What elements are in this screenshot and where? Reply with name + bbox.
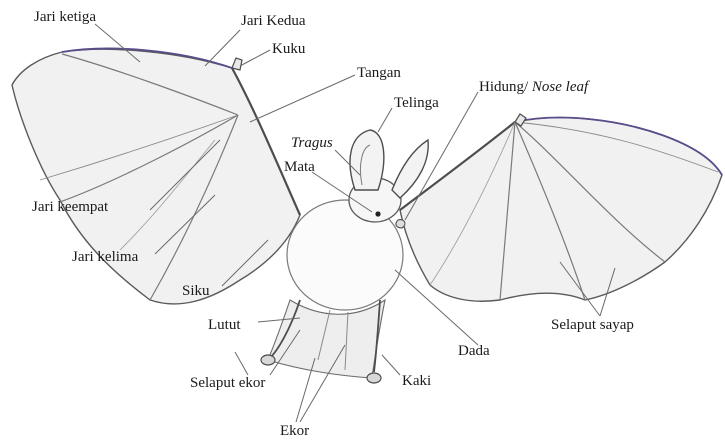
- label-dada: Dada: [458, 344, 490, 359]
- label-ekor: Ekor: [280, 424, 309, 439]
- label-selaput-ekor: Selaput ekor: [190, 376, 265, 391]
- label-hidung: Hidung/ Nose leaf: [479, 80, 588, 95]
- label-tragus: Tragus: [291, 136, 333, 151]
- label-jari-keempat: Jari keempat: [32, 200, 108, 215]
- label-kaki: Kaki: [402, 374, 431, 389]
- label-selaput-sayap: Selaput sayap: [551, 318, 634, 333]
- left-ear: [350, 130, 384, 190]
- label-tangan: Tangan: [357, 66, 401, 81]
- left-wing-membrane: [12, 49, 300, 304]
- label-jari-kelima: Jari kelima: [72, 250, 138, 265]
- label-lutut: Lutut: [208, 318, 241, 333]
- left-foot: [261, 355, 275, 365]
- label-nose-leaf: Nose leaf: [532, 79, 588, 95]
- label-siku: Siku: [182, 284, 210, 299]
- bat-eye: [375, 211, 380, 216]
- right-wing-membrane: [400, 118, 722, 302]
- label-jari-kedua: Jari Kedua: [241, 14, 306, 29]
- thumb-claw: [232, 58, 242, 70]
- label-mata: Mata: [284, 160, 315, 175]
- label-hidung-text: Hidung/: [479, 79, 532, 95]
- label-telinga: Telinga: [394, 96, 439, 111]
- right-foot: [367, 373, 381, 383]
- label-jari-ketiga: Jari ketiga: [34, 10, 96, 25]
- tail-membrane: [268, 300, 385, 378]
- label-kuku: Kuku: [272, 42, 305, 57]
